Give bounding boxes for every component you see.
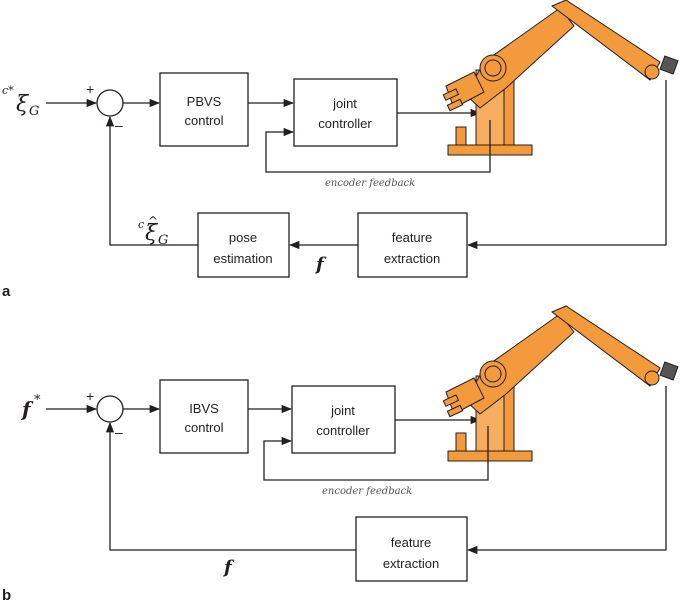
panel-a-camera-to-feature-line xyxy=(466,80,667,250)
panel-a-estimate-superscript: c xyxy=(138,218,144,231)
panel-a-estimate-hat: ^ xyxy=(148,214,158,228)
panel-a-feature-line1: feature xyxy=(392,230,432,245)
panel-a-control-line1: PBVS xyxy=(187,94,222,109)
panel-b-feature-feedback-line xyxy=(105,421,356,551)
panel-a-f-label: f xyxy=(314,254,327,275)
panel-a-control-line2: control xyxy=(184,113,223,128)
panel-b-feature-line2: extraction xyxy=(383,556,439,571)
panel-b-feature-extraction-box xyxy=(355,516,468,582)
panel-a-joint-controller-box xyxy=(293,78,398,147)
panel-b-joint-controller-box xyxy=(291,385,396,454)
panel-a-estimate-subscript: G xyxy=(158,233,168,248)
panel-b: b f * + – IBVS control joint controller … xyxy=(2,305,679,604)
panel-a-feature-line2: extraction xyxy=(384,251,440,266)
panel-b-camera-to-feature-line xyxy=(466,386,667,555)
panel-a-robot-arm-icon xyxy=(442,0,679,156)
panel-b-input-superscript: * xyxy=(34,393,41,408)
panel-b-encoder-label: encoder feedback xyxy=(322,486,412,497)
panel-b-summing-junction xyxy=(96,395,124,423)
panel-a-minus: – xyxy=(115,117,123,133)
panel-b-control-line2: control xyxy=(184,420,223,435)
panel-b-minus: – xyxy=(115,424,123,440)
panel-a-input-superscript: c* xyxy=(2,84,14,97)
panel-a-pose-estimation-box xyxy=(197,212,290,278)
panel-b-joint-line1: joint xyxy=(330,403,355,418)
panel-a-pose-feedback-line xyxy=(105,115,198,246)
panel-b-robot-arm-icon xyxy=(442,305,679,462)
panel-b-f-label: f xyxy=(222,557,235,578)
panel-a: a c* ξ G + – PBVS control joint controll… xyxy=(2,0,679,300)
panel-b-encoder-feedback-line xyxy=(263,426,489,481)
panel-a-input-subscript: G xyxy=(29,104,39,119)
panel-b-control-line1: IBVS xyxy=(189,401,219,416)
panel-a-encoder-feedback-line xyxy=(265,120,491,173)
panel-b-input-symbol: f xyxy=(20,397,34,421)
panel-a-summing-junction xyxy=(96,89,124,117)
panel-a-pose-line1: pose xyxy=(229,230,257,245)
panel-a-input-symbol: ξ xyxy=(16,92,30,117)
panel-a-joint-line1: joint xyxy=(332,96,357,111)
panel-a-pbvs-control-box xyxy=(159,72,249,147)
panel-b-label: b xyxy=(2,587,11,604)
panel-a-feature-extraction-box xyxy=(357,212,468,278)
panel-a-label: a xyxy=(2,283,11,300)
panel-a-encoder-label: encoder feedback xyxy=(325,178,415,189)
panel-a-pose-line2: estimation xyxy=(213,251,272,266)
panel-b-ibvs-control-box xyxy=(159,379,249,454)
panel-b-plus: + xyxy=(86,388,94,404)
panel-a-joint-line2: controller xyxy=(318,116,372,131)
panel-a-estimate-symbol: ξ xyxy=(145,221,159,246)
panel-a-plus: + xyxy=(86,81,94,97)
panel-b-feature-line1: feature xyxy=(391,535,431,550)
panel-b-joint-line2: controller xyxy=(316,423,370,438)
